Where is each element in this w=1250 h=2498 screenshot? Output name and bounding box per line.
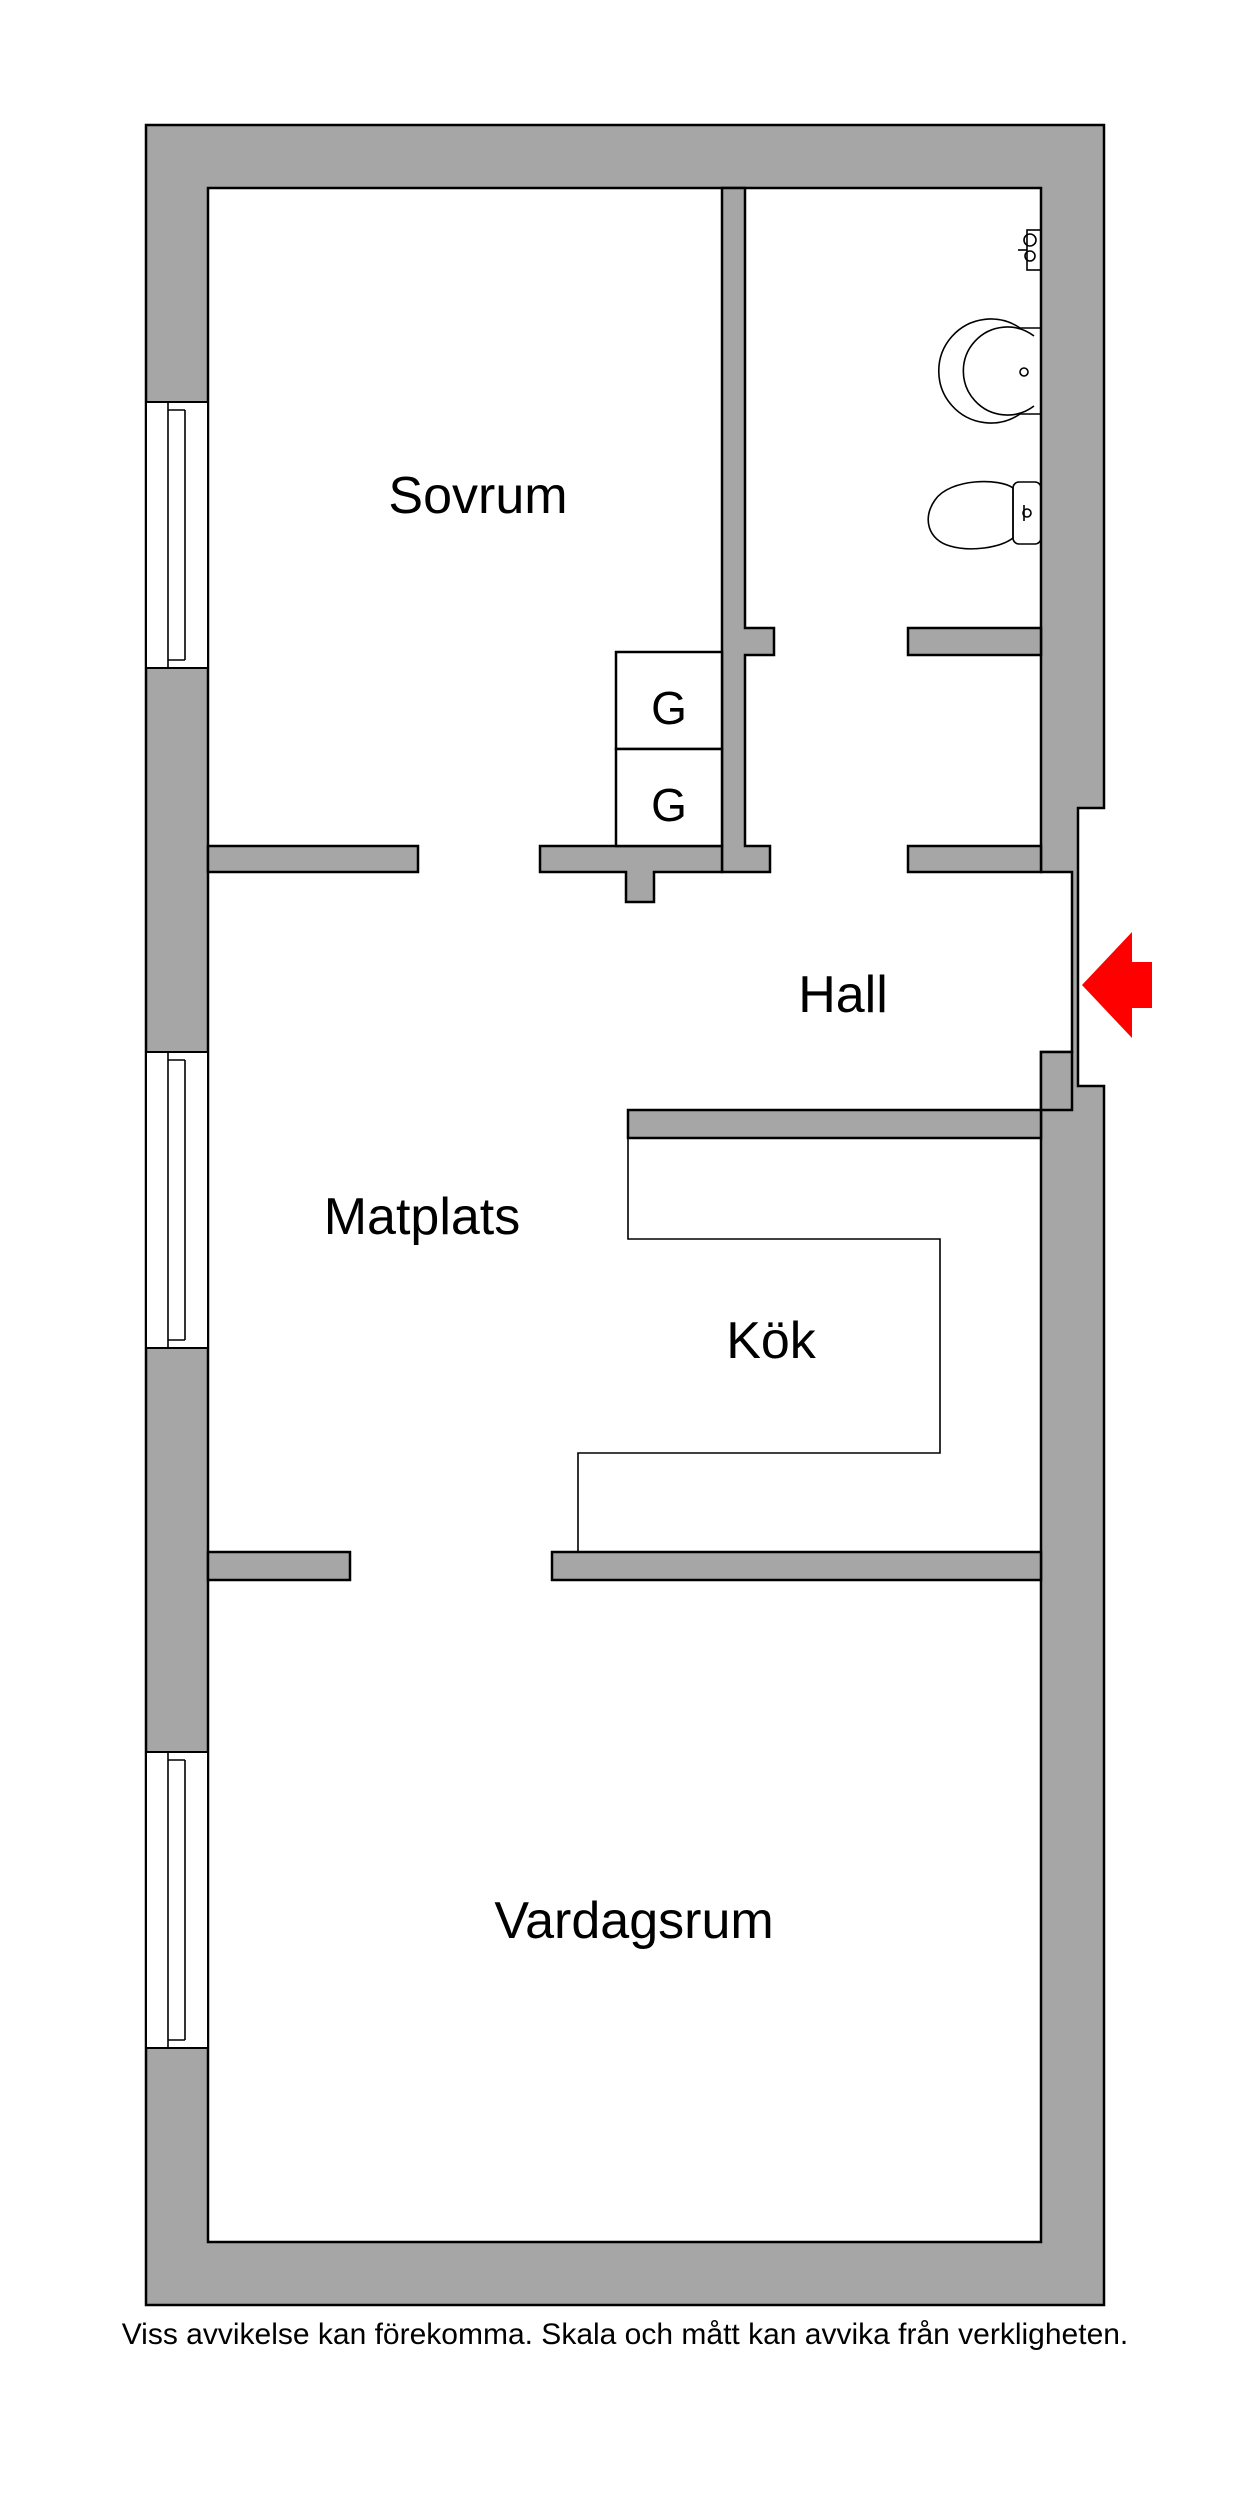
wall-wc-stub bbox=[906, 626, 1043, 657]
entrance-arrow-icon bbox=[1082, 932, 1152, 1038]
sink-icon bbox=[937, 318, 1042, 424]
disclaimer-text: Viss avvikelse kan förekomma. Skala och … bbox=[121, 2318, 1129, 2351]
wall-hall-kok bbox=[626, 1108, 1043, 1140]
wardrobe-label-1: G bbox=[651, 682, 687, 734]
wardrobe-2 bbox=[614, 747, 724, 848]
room-label-hall: Hall bbox=[798, 966, 888, 1024]
room-label-vardagsrum: Vardagsrum bbox=[494, 1892, 773, 1950]
window-matplats bbox=[145, 1051, 209, 1349]
kitchen-counter bbox=[577, 1138, 941, 1552]
wall-sovrum-bottom-mid bbox=[538, 844, 724, 904]
faucet-icon bbox=[1018, 229, 1042, 271]
window-sovrum bbox=[145, 401, 209, 669]
window-vardagsrum bbox=[145, 1751, 209, 2049]
wardrobe-1 bbox=[614, 650, 724, 751]
wall-sovrum-wc bbox=[720, 186, 776, 874]
wall-vardagsrum-left bbox=[206, 1550, 352, 1582]
room-label-sovrum: Sovrum bbox=[388, 467, 567, 525]
wall-hall-right bbox=[906, 844, 1043, 874]
wall-sovrum-bottom-left bbox=[206, 844, 420, 874]
wall-vardagsrum-right bbox=[550, 1550, 1043, 1582]
room-label-kok: Kök bbox=[726, 1312, 817, 1370]
wall-entrance-bottom bbox=[1039, 1050, 1074, 1112]
toilet-icon bbox=[927, 480, 1042, 550]
wardrobe-label-2: G bbox=[651, 779, 687, 831]
room-label-matplats: Matplats bbox=[324, 1188, 521, 1246]
